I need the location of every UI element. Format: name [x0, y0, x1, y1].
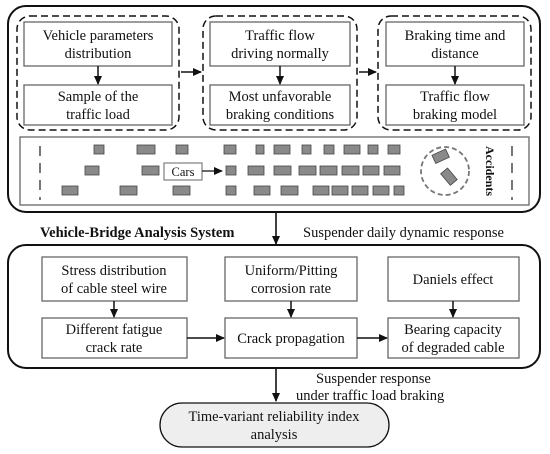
box-stress-distribution-line2: of cable steel wire [61, 281, 167, 297]
car-row-2 [84, 165, 401, 176]
box-braking-model-line1: Traffic flow [420, 89, 490, 105]
result-line1: Time-variant reliability index [188, 409, 360, 425]
box-vehicle-parameters-line2: distribution [65, 46, 133, 62]
box-fatigue-crack-rate [41, 317, 188, 359]
box-vehicle-parameters [23, 21, 173, 67]
box-traffic-load-sample-line1: Sample of the [58, 89, 139, 105]
top-system-frame [7, 5, 541, 213]
box-unfavorable-braking-line1: Most unfavorable [229, 89, 332, 105]
box-stress-distribution [41, 256, 188, 302]
box-bearing-capacity-line1: Bearing capacity [404, 322, 503, 338]
box-corrosion-rate-line1: Uniform/Pitting [245, 263, 338, 279]
daily-response-label: Suspender daily dynamic response [303, 225, 504, 241]
box-unfavorable-braking [209, 84, 351, 126]
box-braking-model [385, 84, 525, 126]
box-stress-distribution-line1: Stress distribution [61, 263, 167, 279]
dashed-group-braking [377, 15, 532, 131]
box-traffic-normal [209, 21, 351, 67]
box-braking-time-line1: Braking time and [405, 28, 506, 44]
lane-markings [39, 146, 513, 200]
box-fatigue-crack-rate-line1: Different fatigue [66, 322, 163, 338]
box-bearing-capacity [387, 317, 520, 359]
box-braking-model-line2: braking model [413, 107, 497, 123]
box-crack-propagation-line1: Crack propagation [237, 331, 345, 347]
box-traffic-load-sample-line2: traffic load [66, 107, 130, 123]
result-box [159, 402, 390, 448]
box-unfavorable-braking-line2: braking conditions [226, 107, 335, 123]
box-crack-propagation [224, 317, 358, 359]
accidents-label: Accidents [483, 146, 497, 196]
box-corrosion-rate-line2: corrosion rate [251, 281, 331, 297]
car-row-3 [61, 185, 405, 196]
dashed-group-vehicle-load [16, 15, 180, 131]
box-traffic-normal-line1: Traffic flow [245, 28, 315, 44]
bottom-analysis-frame [7, 244, 541, 369]
box-traffic-load-sample [23, 84, 173, 126]
system-label: Vehicle-Bridge Analysis System [40, 225, 234, 241]
box-bearing-capacity-line2: of degraded cable [401, 340, 504, 356]
cars-label: Cars [172, 165, 195, 179]
box-traffic-normal-line2: driving normally [231, 46, 330, 62]
box-vehicle-parameters-line1: Vehicle parameters [43, 28, 154, 44]
braking-response-label-line2: under traffic load braking [296, 388, 444, 404]
crashed-cars [431, 148, 458, 186]
box-corrosion-rate [224, 256, 358, 302]
braking-response-label-line1: Suspender response [316, 371, 431, 387]
box-fatigue-crack-rate-line2: crack rate [86, 340, 143, 356]
accident-ellipse [420, 146, 470, 196]
box-braking-time [385, 21, 525, 67]
dashed-group-traffic-normal [202, 15, 358, 131]
box-daniels-effect-line1: Daniels effect [413, 272, 494, 288]
car-row-1 [93, 144, 401, 155]
box-braking-time-line2: distance [431, 46, 479, 62]
result-line2: analysis [251, 427, 298, 443]
